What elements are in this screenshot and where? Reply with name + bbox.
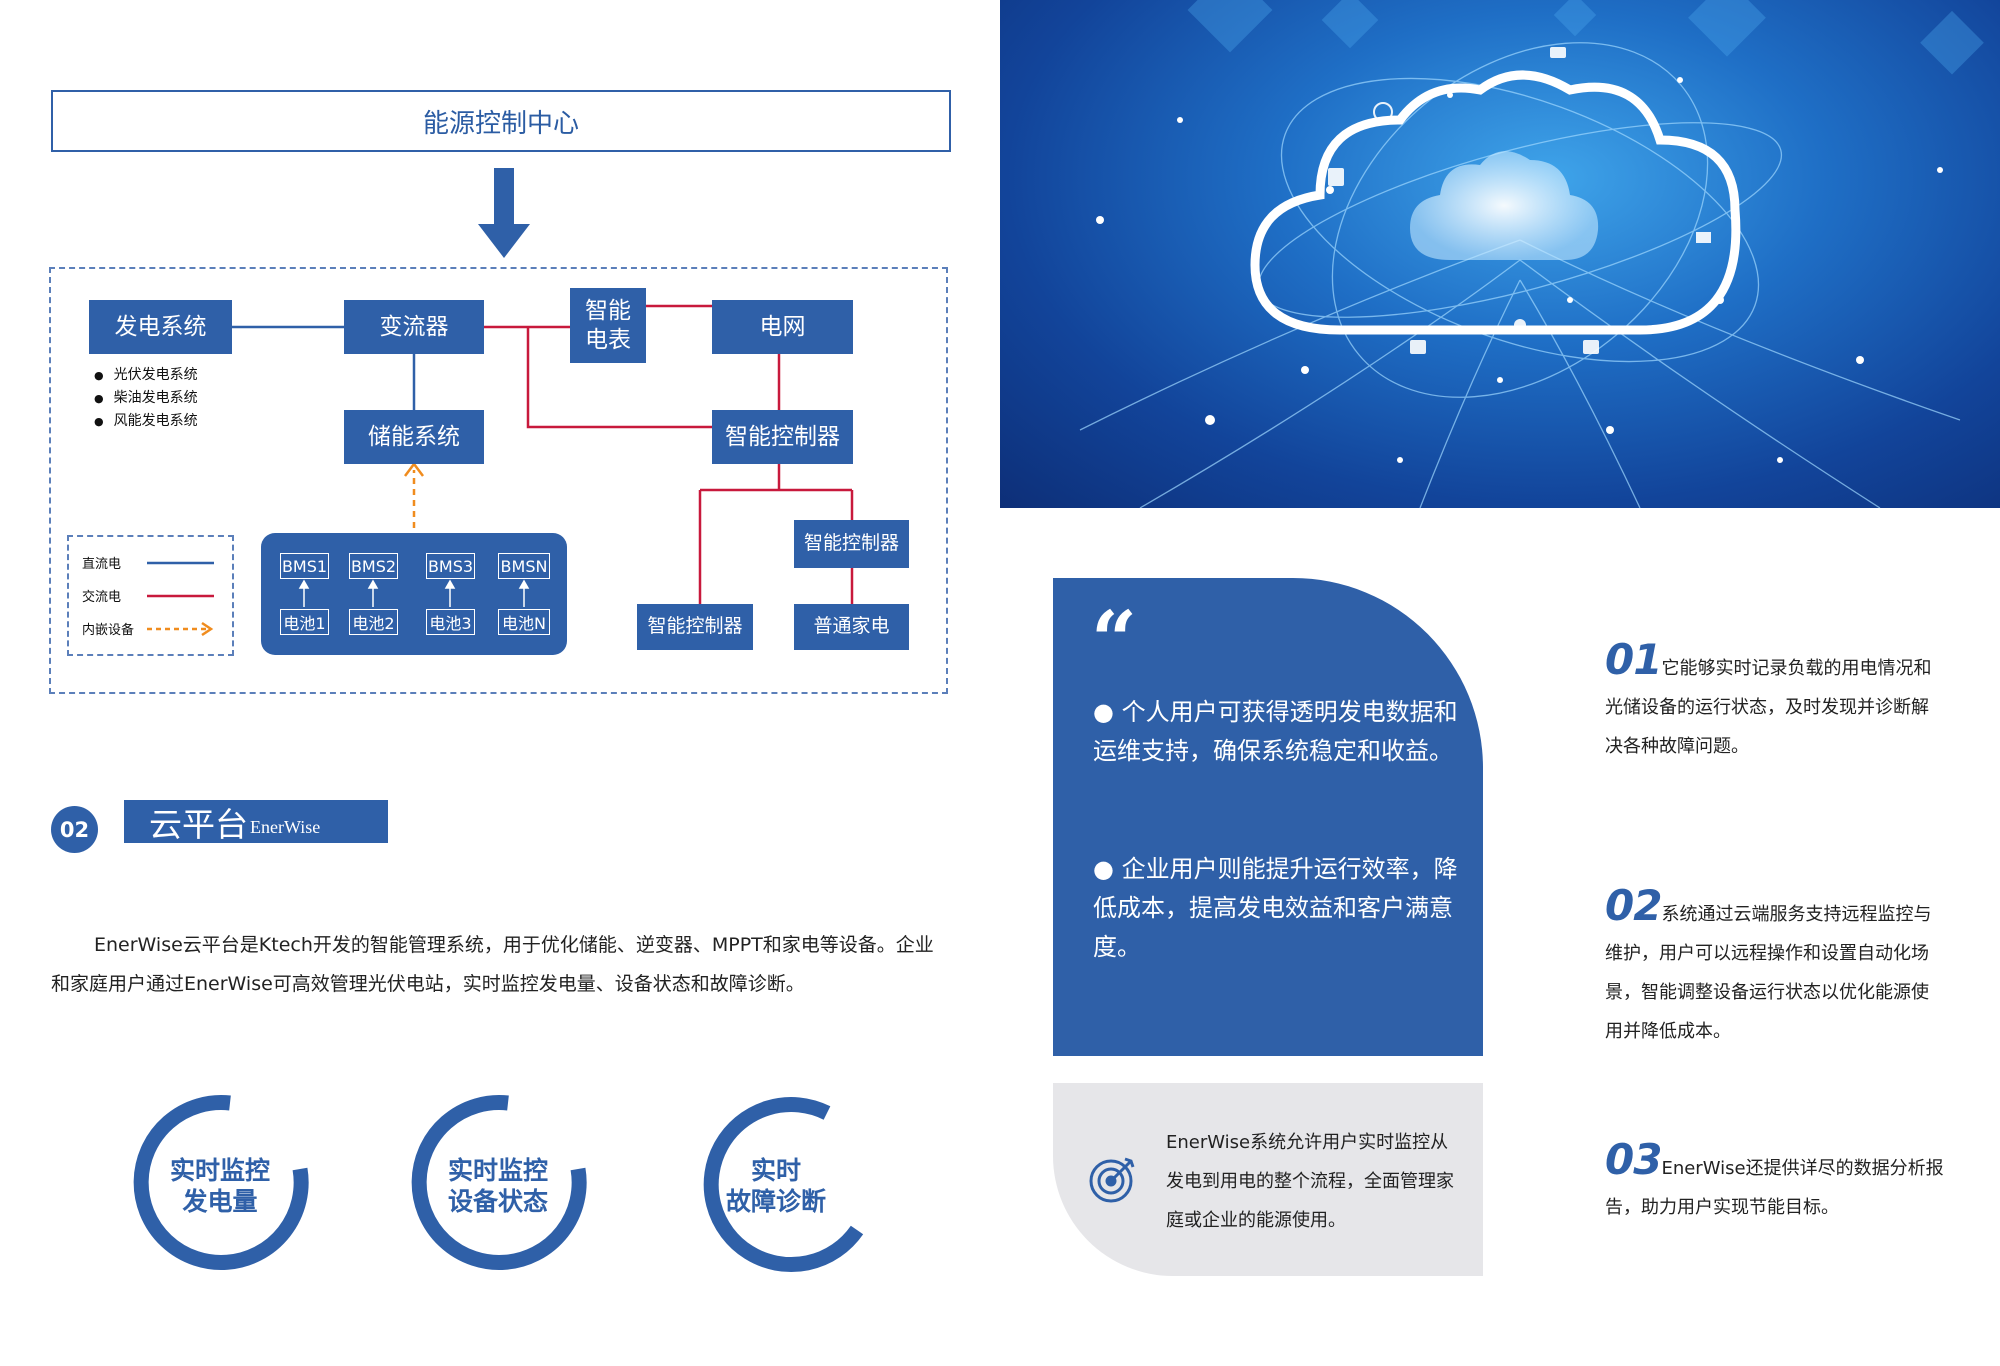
quote-point-enterprise: ● 企业用户则能提升运行效率，降低成本，提高发电效益和客户满意度。: [1093, 855, 1458, 961]
feature-item-03: 03EnerWise还提供详尽的数据分析报告，助力用户实现节能目标。: [1605, 1139, 1945, 1227]
bms-box: BMS2: [349, 553, 398, 579]
generation-type-item: 光伏发电系统: [94, 364, 198, 387]
diagram-connections: [232, 304, 854, 605]
ring-label-line: 实时: [750, 1156, 801, 1185]
battery-box: 电池1: [280, 609, 329, 635]
smart-controller-left-box: 智能控制器: [637, 604, 753, 650]
section-title: 云平台: [149, 804, 248, 844]
smart-meter-label-1: 智能: [585, 297, 631, 324]
target-icon: [1089, 1157, 1135, 1203]
storage-system-box: 储能系统: [344, 410, 484, 464]
ring-label-device-status: 实时监控 设备状态: [423, 1155, 573, 1217]
cloud-hero-image: [1000, 0, 2000, 508]
bms-panel: BMS1 BMS2 BMS3 BMSN 电池1 电池2 电池3 电池N: [261, 533, 567, 655]
feature-text: 它能够实时记录负载的用电情况和光储设备的运行状态，及时发现并诊断解决各种故障问题…: [1605, 658, 1932, 757]
inverter-box: 变流器: [344, 300, 484, 354]
quote-mark-icon: “: [1091, 593, 1138, 687]
battery-box: 电池3: [426, 609, 475, 635]
bms-box: BMSN: [498, 553, 550, 579]
bms-box: BMS3: [426, 553, 475, 579]
smart-meter-box: 智能 电表: [570, 288, 646, 363]
system-diagram-area: [49, 267, 948, 694]
gray-info-card: EnerWise系统允许用户实时监控从发电到用电的整个流程，全面管理家庭或企业的…: [1053, 1083, 1483, 1276]
feature-text: EnerWise还提供详尽的数据分析报告，助力用户实现节能目标。: [1605, 1158, 1944, 1218]
battery-box: 电池2: [349, 609, 398, 635]
bms-arrows: [298, 579, 530, 607]
smart-controller-right-box: 智能控制器: [794, 520, 909, 568]
feature-number: 01: [1605, 635, 1662, 684]
feature-item-01: 01它能够实时记录负载的用电情况和光储设备的运行状态，及时发现并诊断解决各种故障…: [1605, 639, 1945, 766]
feature-number: 02: [1605, 881, 1662, 930]
section-number: 02: [51, 806, 98, 853]
cloud-outline-icon: [1250, 70, 1741, 335]
quote-point-individual: ● 个人用户可获得透明发电数据和运维支持，确保系统稳定和收益。: [1093, 698, 1458, 765]
feature-number: 03: [1605, 1135, 1662, 1184]
feature-text: 系统通过云端服务支持远程监控与维护，用户可以远程操作和设置自动化场景，智能调整设…: [1605, 904, 1932, 1042]
generation-types-list: 光伏发电系统 柴油发电系统 风能发电系统: [94, 364, 198, 433]
gray-card-text: EnerWise系统允许用户实时监控从发电到用电的整个流程，全面管理家庭或企业的…: [1166, 1132, 1454, 1231]
section-title-bar: 云平台 EnerWise: [124, 800, 388, 844]
cloud-network-graphic: [1079, 0, 1984, 508]
down-arrow-icon: [478, 168, 530, 258]
section-intro: EnerWise云平台是Ktech开发的智能管理系统，用于优化储能、逆变器、MP…: [51, 934, 934, 995]
battery-box: 电池N: [498, 609, 550, 635]
diagram-legend: 直流电 交流电 内嵌设备: [67, 535, 234, 656]
ring-label-line: 实时监控: [447, 1156, 548, 1185]
legend-label-embedded: 内嵌设备: [82, 623, 135, 638]
ring-label-line: 实时监控: [169, 1156, 270, 1185]
legend-label-dc: 直流电: [82, 557, 122, 572]
ring-label-generation: 实时监控 发电量: [145, 1155, 295, 1217]
generation-type-item: 风能发电系统: [94, 410, 198, 433]
grid-box: 电网: [712, 300, 853, 354]
smart-controller-main-box: 智能控制器: [712, 410, 853, 464]
ring-label-line: 发电量: [182, 1187, 258, 1216]
generation-system-box: 发电系统: [89, 300, 232, 354]
quote-card: “ ● 个人用户可获得透明发电数据和运维支持，确保系统稳定和收益。 ● 企业用户…: [1053, 578, 1483, 1056]
legend-swatches: [147, 561, 214, 637]
diagram-title: 能源控制中心: [51, 90, 951, 152]
legend-label-ac: 交流电: [82, 590, 122, 605]
bms-box: BMS1: [280, 553, 329, 579]
section-title-suffix: EnerWise: [250, 817, 321, 837]
feature-item-02: 02系统通过云端服务支持远程监控与维护，用户可以远程操作和设置自动化场景，智能调…: [1605, 885, 1945, 1051]
ring-label-fault: 实时 故障诊断: [701, 1155, 851, 1217]
generation-type-item: 柴油发电系统: [94, 387, 198, 410]
appliance-box: 普通家电: [794, 604, 909, 650]
ring-label-line: 设备状态: [447, 1187, 548, 1216]
smart-meter-label-2: 电表: [585, 326, 631, 353]
ring-icons: [133, 1095, 864, 1272]
ring-label-line: 故障诊断: [725, 1187, 826, 1216]
